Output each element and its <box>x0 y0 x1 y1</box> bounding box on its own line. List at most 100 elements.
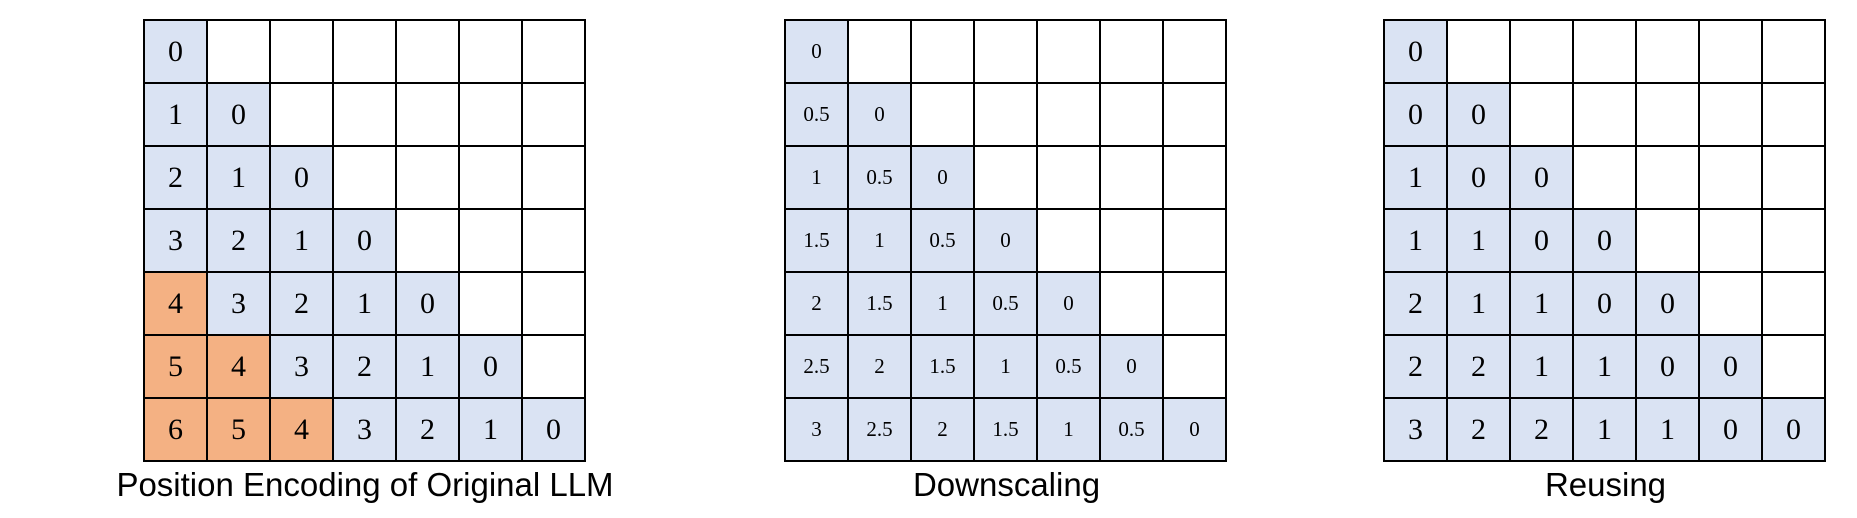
matrix-cell-empty <box>523 21 586 84</box>
matrix-cell-empty <box>1164 210 1227 273</box>
matrix-cell-filled: 1 <box>1637 399 1700 462</box>
matrix-cell-empty <box>1637 21 1700 84</box>
matrix-cell-empty <box>208 21 271 84</box>
downscaling-caption: Downscaling <box>912 466 1101 503</box>
matrix-cell-filled: 1.5 <box>786 210 849 273</box>
matrix-cell-filled: 0 <box>1574 273 1637 336</box>
matrix-cell-filled: 2 <box>1385 336 1448 399</box>
matrix-cell-filled: 0 <box>1448 147 1511 210</box>
matrix-cell-filled: 1.5 <box>975 399 1038 462</box>
matrix-cell-empty <box>460 84 523 147</box>
matrix-cell-empty <box>975 84 1038 147</box>
matrix-cell-filled: 1 <box>1385 147 1448 210</box>
matrix-cell-filled: 0 <box>523 399 586 462</box>
matrix-cell-filled: 2 <box>397 399 460 462</box>
matrix-cell-filled: 2 <box>271 273 334 336</box>
matrix-cell-empty <box>975 147 1038 210</box>
matrix-cell-empty <box>460 21 523 84</box>
matrix-cell-empty <box>1700 210 1763 273</box>
matrix-cell-filled: 0.5 <box>849 147 912 210</box>
matrix-cell-empty <box>1448 21 1511 84</box>
matrix-cell-empty <box>1164 84 1227 147</box>
matrix-cell-filled: 2 <box>1511 399 1574 462</box>
matrix-cell-filled: 3 <box>1385 399 1448 462</box>
matrix-cell-empty <box>1101 147 1164 210</box>
matrix-cell-filled: 1 <box>460 399 523 462</box>
matrix-cell-empty <box>397 21 460 84</box>
matrix-cell-filled: 0 <box>1637 273 1700 336</box>
matrix-cell-filled: 0 <box>1700 336 1763 399</box>
matrix-cell-filled: 0.5 <box>1101 399 1164 462</box>
matrix-cell-empty <box>523 336 586 399</box>
matrix-cell-filled: 0 <box>271 147 334 210</box>
matrix-cell-empty <box>1763 336 1826 399</box>
matrix-cell-empty <box>523 147 586 210</box>
matrix-cell-empty <box>1511 84 1574 147</box>
matrix-cell-filled: 1 <box>1038 399 1101 462</box>
matrix-cell-filled: 1 <box>145 84 208 147</box>
matrix-cell-filled: 1 <box>1511 336 1574 399</box>
matrix-cell-empty <box>1763 147 1826 210</box>
matrix-cell-empty <box>975 21 1038 84</box>
matrix-cell-empty <box>1101 21 1164 84</box>
matrix-cell-filled: 3 <box>208 273 271 336</box>
matrix-cell-filled: 2.5 <box>786 336 849 399</box>
matrix-cell-filled: 1 <box>912 273 975 336</box>
matrix-cell-empty <box>523 84 586 147</box>
matrix-cell-filled: 4 <box>145 273 208 336</box>
matrix-cell-empty <box>1101 273 1164 336</box>
matrix-cell-empty <box>271 21 334 84</box>
matrix-cell-empty <box>1164 147 1227 210</box>
matrix-cell-filled: 2 <box>334 336 397 399</box>
matrix-cell-filled: 0 <box>460 336 523 399</box>
matrix-cell-filled: 0.5 <box>912 210 975 273</box>
matrix-cell-filled: 1.5 <box>849 273 912 336</box>
matrix-cell-empty <box>1700 147 1763 210</box>
matrix-cell-empty <box>1164 21 1227 84</box>
matrix-cell-empty <box>1700 84 1763 147</box>
matrix-cell-empty <box>1763 21 1826 84</box>
reusing-caption: Reusing <box>1544 466 1667 503</box>
matrix-cell-filled: 3 <box>145 210 208 273</box>
matrix-cell-filled: 4 <box>271 399 334 462</box>
matrix-cell-empty <box>1101 84 1164 147</box>
matrix-cell-filled: 0.5 <box>786 84 849 147</box>
matrix-cell-empty <box>523 273 586 336</box>
matrix-cell-filled: 0 <box>1700 399 1763 462</box>
matrix-cell-filled: 2 <box>1385 273 1448 336</box>
matrix-cell-filled: 1 <box>1448 273 1511 336</box>
matrix-cell-filled: 0 <box>1448 84 1511 147</box>
matrix-cell-empty <box>1637 210 1700 273</box>
matrix-cell-empty <box>1038 84 1101 147</box>
matrix-cell-filled: 0 <box>1637 336 1700 399</box>
matrix-cell-empty <box>849 21 912 84</box>
matrix-cell-empty <box>912 84 975 147</box>
matrix-cell-filled: 0 <box>1511 147 1574 210</box>
matrix-cell-empty <box>1164 336 1227 399</box>
matrix-cell-empty <box>460 147 523 210</box>
matrix-cell-empty <box>334 21 397 84</box>
matrix-cell-filled: 1 <box>271 210 334 273</box>
matrix-cell-empty <box>1700 273 1763 336</box>
matrix-cell-filled: 0.5 <box>975 273 1038 336</box>
matrix-cell-empty <box>1038 21 1101 84</box>
matrix-cell-filled: 0 <box>1574 210 1637 273</box>
matrix-cell-empty <box>271 84 334 147</box>
original-llm-caption: Position Encoding of Original LLM <box>116 466 614 503</box>
matrix-cell-empty <box>912 21 975 84</box>
matrix-cell-filled: 1 <box>208 147 271 210</box>
matrix-cell-empty <box>397 210 460 273</box>
matrix-cell-filled: 0 <box>1164 399 1227 462</box>
matrix-cell-empty <box>397 147 460 210</box>
matrix-cell-filled: 0 <box>975 210 1038 273</box>
matrix-cell-filled: 1 <box>397 336 460 399</box>
matrix-cell-empty <box>334 147 397 210</box>
matrix-cell-empty <box>1038 210 1101 273</box>
matrix-cell-filled: 2 <box>145 147 208 210</box>
matrix-cell-empty <box>1763 210 1826 273</box>
matrix-cell-empty <box>1637 147 1700 210</box>
matrix-cell-filled: 1 <box>1511 273 1574 336</box>
matrix-cell-filled: 1 <box>1385 210 1448 273</box>
matrix-cell-filled: 1 <box>849 210 912 273</box>
